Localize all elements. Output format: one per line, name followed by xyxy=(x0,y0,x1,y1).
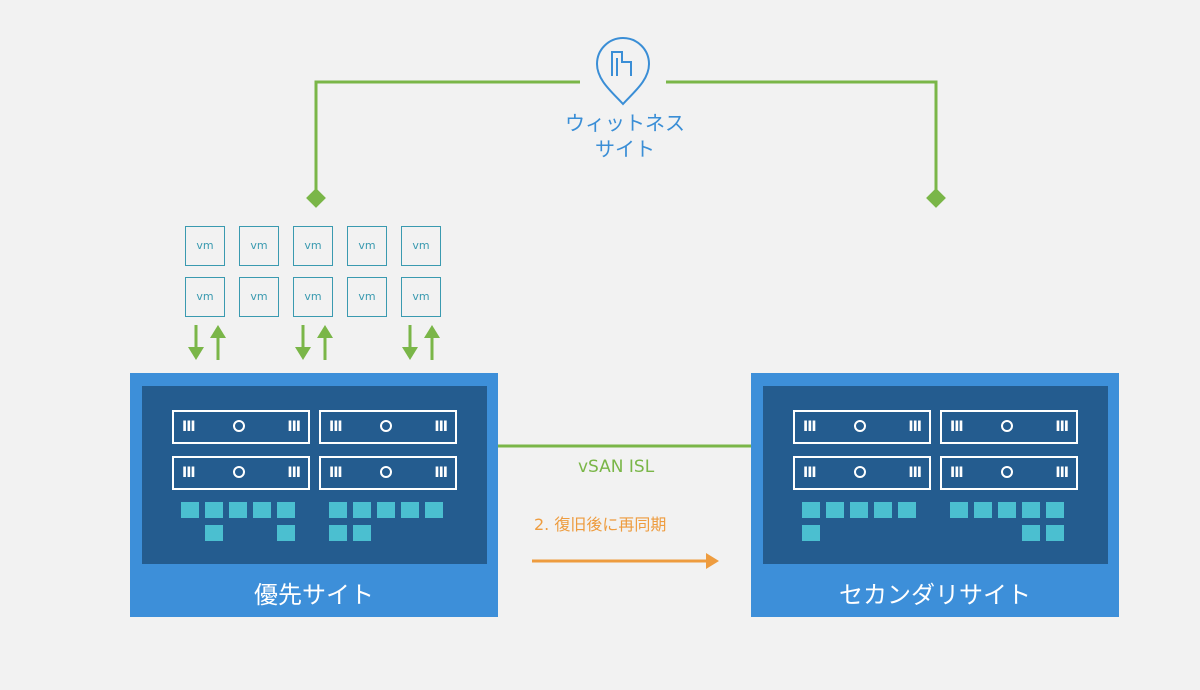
vm-icon: vm xyxy=(185,226,225,266)
vm-label: vm xyxy=(304,239,322,252)
witness-link-primary xyxy=(314,80,580,196)
up-arrow-icon xyxy=(210,325,226,360)
vm-icon: vm xyxy=(239,277,279,317)
link-endpoint xyxy=(926,188,946,208)
secondary-site-label: セカンダリサイト xyxy=(839,581,1031,609)
vm-label: vm xyxy=(196,290,214,303)
down-arrow-icon xyxy=(295,325,311,360)
vm-icon: vm xyxy=(401,226,441,266)
resync-label: 2. 復旧後に再同期 xyxy=(534,515,667,534)
vm-icon: vm xyxy=(347,277,387,317)
link-endpoint xyxy=(306,188,326,208)
resync-arrow-icon xyxy=(532,553,719,569)
vm-label: vm xyxy=(358,239,376,252)
vm-label: vm xyxy=(196,239,214,252)
down-arrow-icon xyxy=(402,325,418,360)
primary-site-label: 優先サイト xyxy=(254,581,374,609)
up-arrow-icon xyxy=(424,325,440,360)
vm-label: vm xyxy=(250,239,268,252)
witness-link-secondary xyxy=(666,80,938,196)
vm-label: vm xyxy=(358,290,376,303)
witness-label-line2: サイト xyxy=(595,137,655,161)
building-pin-icon xyxy=(595,37,651,106)
vm-label: vm xyxy=(412,290,430,303)
vm-icon: vm xyxy=(239,226,279,266)
down-arrow-icon xyxy=(188,325,204,360)
vm-icon: vm xyxy=(401,277,441,317)
witness-site-label: ウィットネス サイト xyxy=(520,110,730,162)
vm-label: vm xyxy=(250,290,268,303)
witness-label-line1: ウィットネス xyxy=(565,111,685,135)
vm-icon: vm xyxy=(293,277,333,317)
vm-label: vm xyxy=(412,239,430,252)
isl-label: vSAN ISL xyxy=(578,457,655,477)
up-arrow-icon xyxy=(317,325,333,360)
vm-label: vm xyxy=(304,290,322,303)
vm-icon: vm xyxy=(347,226,387,266)
vm-icon: vm xyxy=(185,277,225,317)
vm-icon: vm xyxy=(293,226,333,266)
